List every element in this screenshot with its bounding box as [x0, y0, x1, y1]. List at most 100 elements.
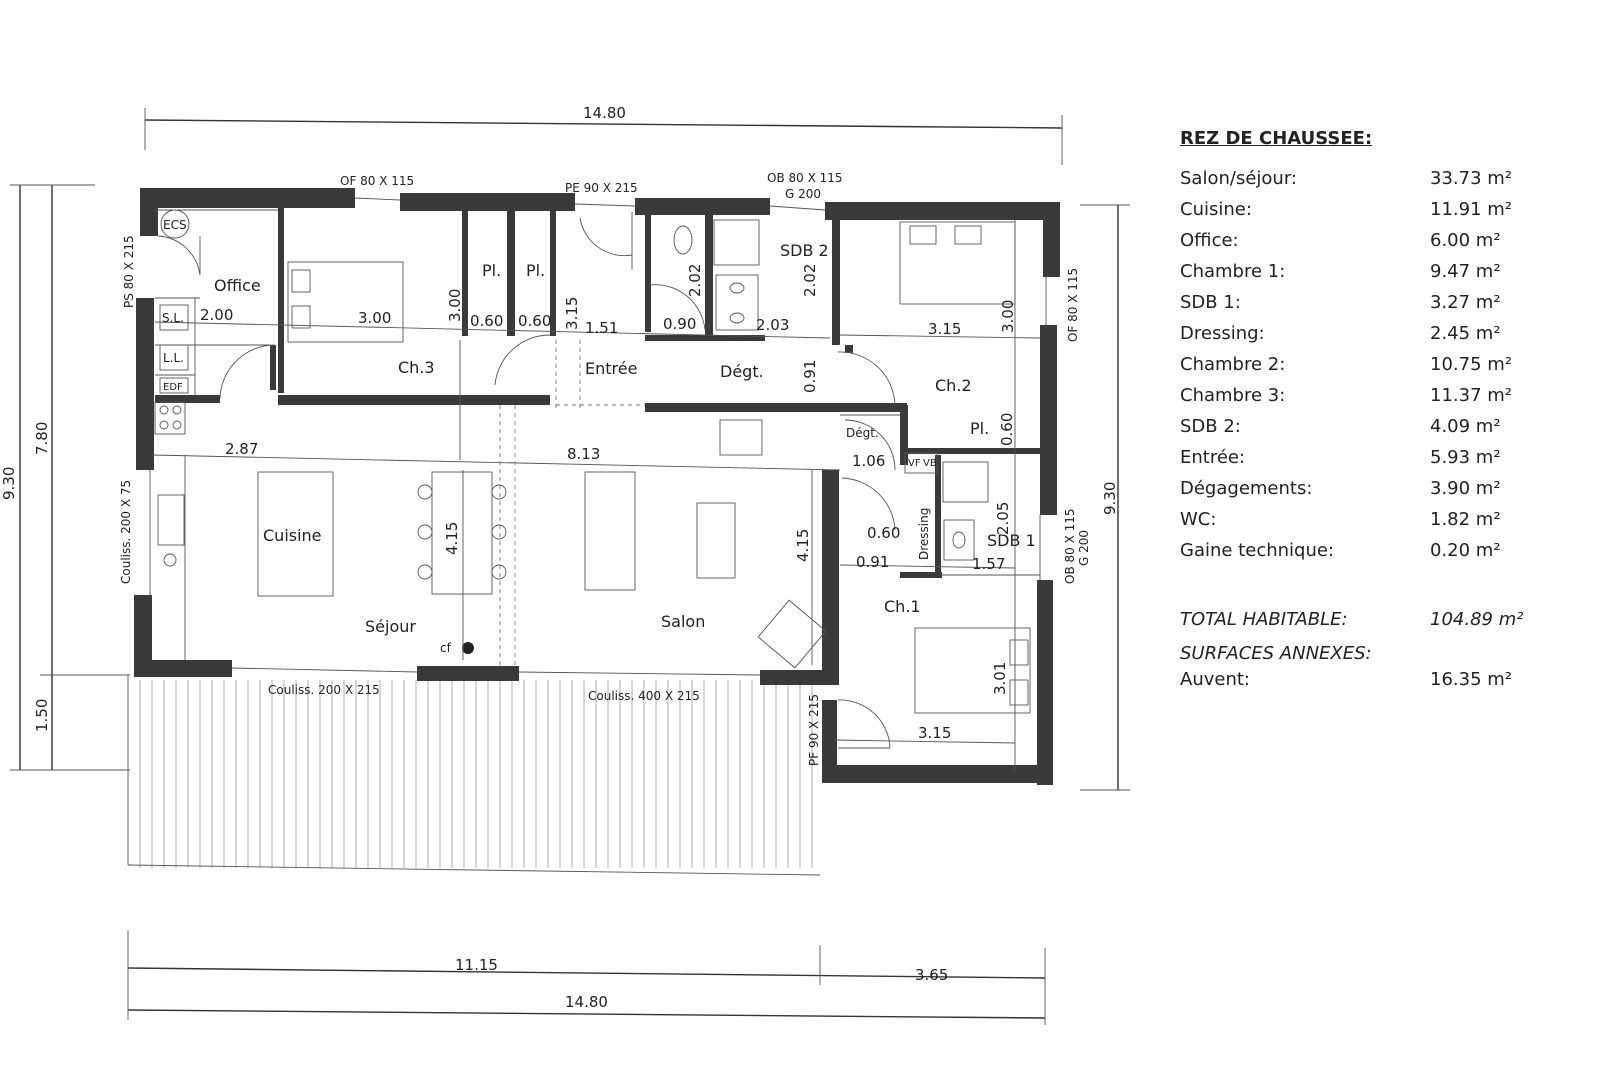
annex-label: Auvent: — [1180, 669, 1250, 690]
dim-top-overall: 14.80 — [583, 104, 626, 122]
opening-right-ob-g: G 200 — [1077, 530, 1091, 566]
opening-left-ps: PS 80 X 215 — [122, 235, 136, 308]
dim-ch3-width: 3.00 — [358, 309, 391, 327]
opening-top-of: OF 80 X 115 — [340, 174, 414, 188]
area-row: Chambre 2:10.75 m² — [1180, 349, 1540, 380]
area-value: 33.73 m² — [1430, 168, 1513, 189]
furniture — [154, 219, 1031, 714]
dim-wc-height: 2.02 — [686, 264, 704, 297]
sl-label: S.L. — [162, 311, 184, 325]
dim-ch1-width: 3.15 — [918, 724, 951, 742]
opening-left-couliss: Couliss. 200 X 75 — [119, 480, 133, 584]
ecs-label: ECS — [163, 218, 187, 232]
area-label: WC: — [1180, 509, 1217, 530]
room-ch2: Ch.2 — [935, 376, 972, 395]
room-dressing: Dressing — [917, 508, 931, 560]
room-pl-3: Pl. — [970, 419, 989, 438]
area-value: 4.09 m² — [1430, 416, 1501, 437]
room-ch1: Ch.1 — [884, 597, 921, 616]
area-label: Cuisine: — [1180, 199, 1252, 220]
area-value: 9.47 m² — [1430, 261, 1501, 282]
dim-degt2-width: 1.06 — [852, 452, 885, 470]
annex-title: SURFACES ANNEXES: — [1180, 643, 1372, 664]
area-value: 11.37 m² — [1430, 385, 1513, 406]
dim-sdb1-height: 2.05 — [994, 502, 1012, 535]
dim-left-total: 9.30 — [0, 467, 18, 500]
dim-dressing-width: 0.60 — [867, 524, 900, 542]
area-rows: Salon/séjour: 33.73 m² Cuisine: 11.91 m² Off… — [1180, 163, 1540, 566]
opening-bottom-couliss1: Couliss. 200 X 215 — [268, 683, 380, 697]
area-label: SDB 2: — [1180, 416, 1241, 437]
annex-row: Auvent: 16.35 m² — [1180, 664, 1540, 695]
opening-bottom-couliss2: Couliss. 400 X 215 — [588, 689, 700, 703]
area-row: Chambre 1:9.47 m² — [1180, 256, 1540, 287]
area-value: 3.90 m² — [1430, 478, 1501, 499]
area-label: Chambre 3: — [1180, 385, 1286, 406]
area-row: Dressing:2.45 m² — [1180, 318, 1540, 349]
vb-label: VB — [923, 458, 937, 469]
dim-entree-width: 1.51 — [585, 319, 618, 337]
area-row: Gaine technique:0.20 m² — [1180, 535, 1540, 566]
area-label: Salon/séjour: — [1180, 168, 1297, 189]
dim-degt-height: 0.91 — [801, 360, 819, 393]
opening-top-pe: PE 90 X 215 — [565, 181, 638, 195]
area-row: Office: 6.00 m² — [1180, 225, 1540, 256]
area-label: Office: — [1180, 230, 1239, 251]
annex-value: 16.35 m² — [1430, 669, 1513, 690]
dim-pl1-width: 0.60 — [470, 312, 503, 330]
dim-sejour-width: 8.13 — [567, 445, 600, 463]
door-swings — [157, 212, 896, 749]
ll-label: L.L. — [163, 351, 184, 365]
dimension-lines — [10, 108, 1130, 1025]
area-value: 1.82 m² — [1430, 509, 1501, 530]
area-row: SDB 2: 4.09 m² — [1180, 411, 1540, 442]
room-entree: Entrée — [585, 359, 637, 378]
dim-salon-height: 4.15 — [794, 529, 812, 562]
area-schedule-title: REZ DE CHAUSSEE: — [1180, 128, 1373, 149]
room-ch3: Ch.3 — [398, 358, 435, 377]
room-sdb2: SDB 2 — [780, 241, 829, 260]
dim-right-total: 9.30 — [1101, 482, 1119, 515]
area-row: Cuisine: 11.91 m² — [1180, 194, 1540, 225]
dim-entree-height: 3.15 — [563, 297, 581, 330]
room-office: Office — [214, 276, 261, 295]
edf-label: EDF — [163, 382, 183, 393]
area-label: Dressing: — [1180, 323, 1265, 344]
dim-bottom-right: 3.65 — [915, 966, 948, 984]
area-value: 11.91 m² — [1430, 199, 1513, 220]
opening-right-ob: OB 80 X 115 — [1063, 508, 1077, 584]
dim-sdb2-width: 2.03 — [756, 316, 789, 334]
total-habitable-value: 104.89 m² — [1430, 609, 1524, 630]
dim-pl3-height: 0.60 — [998, 413, 1016, 446]
room-pl-2: Pl. — [526, 261, 545, 280]
area-label: SDB 1: — [1180, 292, 1241, 313]
area-row: SDB 1: 3.27 m² — [1180, 287, 1540, 318]
dim-ch1-height: 3.01 — [991, 662, 1009, 695]
interior-dimension-lines — [154, 321, 1041, 744]
opening-top-ob: OB 80 X 115 — [767, 171, 843, 185]
dim-left-house: 7.80 — [33, 422, 51, 455]
area-value: 5.93 m² — [1430, 447, 1501, 468]
room-sejour: Séjour — [365, 617, 416, 636]
area-row: WC: 1.82 m² — [1180, 504, 1540, 535]
dim-bottom-overall: 14.80 — [565, 993, 608, 1011]
area-schedule: REZ DE CHAUSSEE: Salon/séjour: 33.73 m² Cu… — [1180, 128, 1540, 695]
room-pl-1: Pl. — [482, 261, 501, 280]
auvent-deck — [139, 680, 813, 868]
area-value: 3.27 m² — [1430, 292, 1501, 313]
area-row: Salon/séjour: 33.73 m² — [1180, 163, 1540, 194]
room-degt-1: Dégt. — [720, 362, 764, 381]
room-sdb1: SDB 1 — [987, 531, 1036, 550]
dim-pl2-width: 0.60 — [518, 312, 551, 330]
dim-office-width: 2.00 — [200, 306, 233, 324]
dim-dressing-gap: 0.91 — [856, 553, 889, 571]
dim-ch2-height: 3.00 — [999, 300, 1017, 333]
area-value: 6.00 m² — [1430, 230, 1501, 251]
area-row: Chambre 3: 11.37 m² — [1180, 380, 1540, 411]
area-row: Dégagements:3.90 m² — [1180, 473, 1540, 504]
dim-sejour-height: 4.15 — [443, 522, 461, 555]
opening-right-of: OF 80 X 115 — [1066, 268, 1080, 342]
room-degt-2: Dégt. — [846, 426, 879, 440]
